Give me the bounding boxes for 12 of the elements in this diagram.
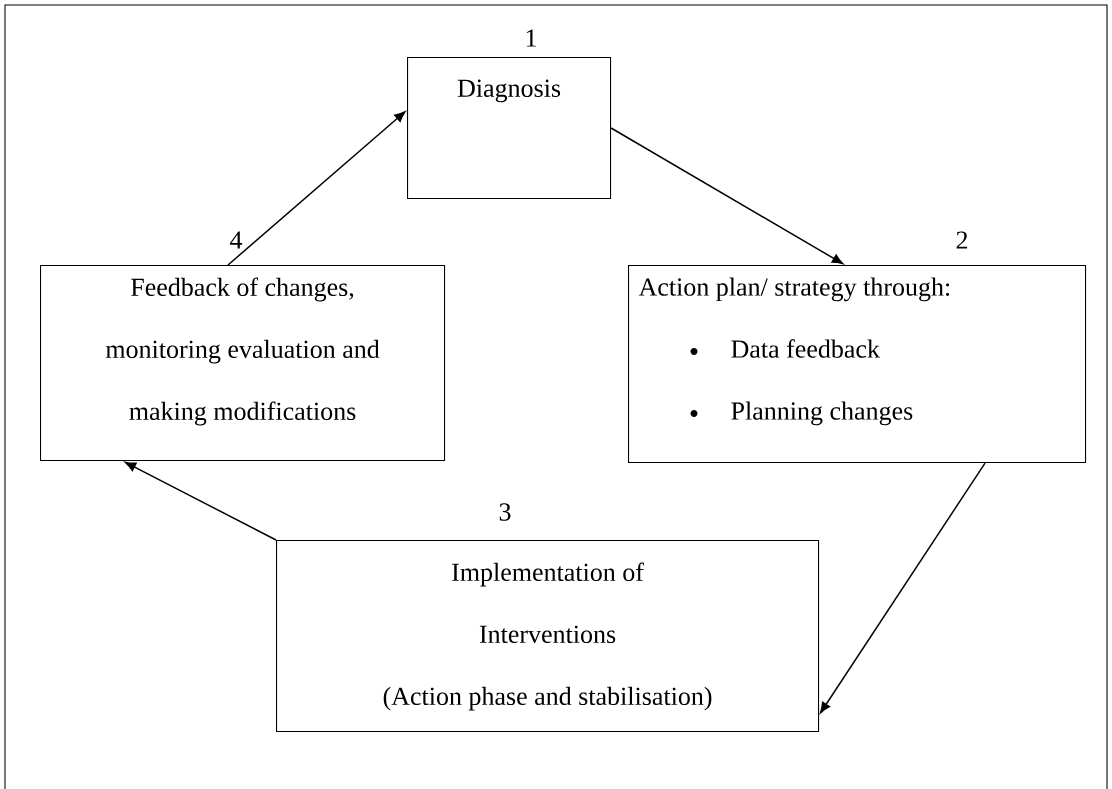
process-box: Feedback of changes, monitoring evaluation and making modifications: [40, 265, 446, 462]
arrow: [227, 111, 406, 266]
arrow: [819, 462, 986, 714]
process-box: Implementation of Interventions (Action phase and stabilisation): [276, 540, 820, 733]
step-number: 2: [956, 231, 968, 249]
step-number: 4: [230, 231, 243, 249]
process-box: Diagnosis: [407, 57, 612, 200]
arrow: [124, 461, 277, 541]
arrow: [610, 127, 844, 265]
step-number: 1: [526, 29, 536, 47]
process-box: Action plan/ strategy through: Data feedback Planning changes: [628, 265, 1087, 464]
step-number: 3: [499, 503, 511, 521]
